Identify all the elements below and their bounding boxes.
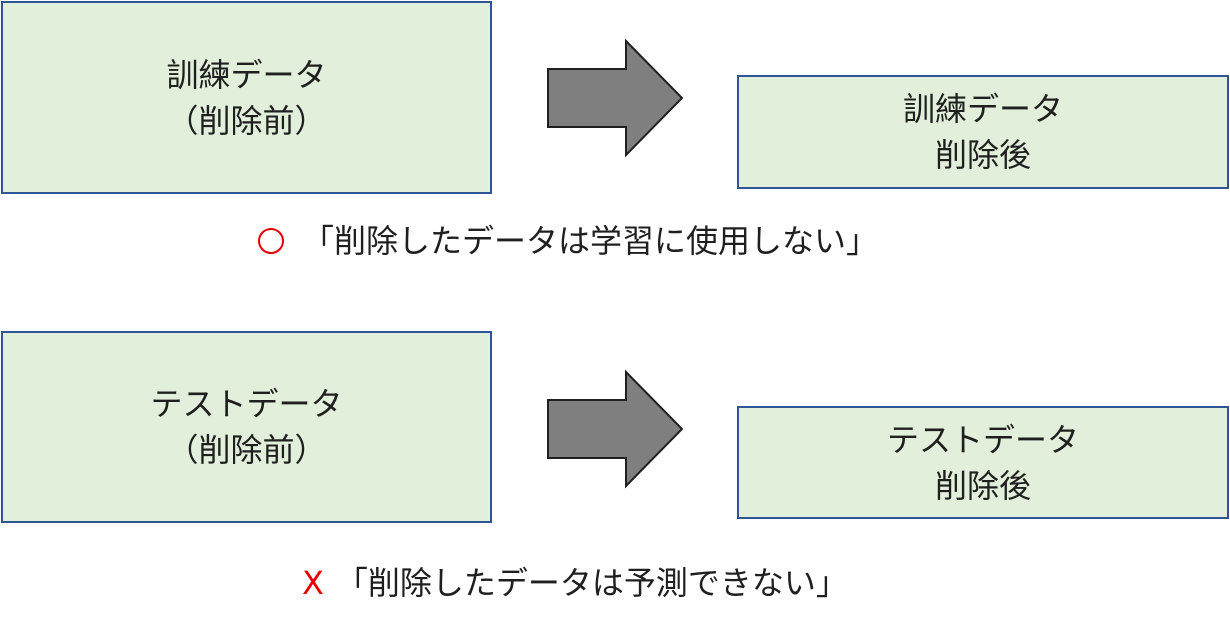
train-note: 「削除したデータは学習に使用しない」 (258, 219, 878, 263)
train-before-line2: （削除前） (166, 101, 327, 140)
test-note: X 「削除したデータは予測できない」 (302, 561, 848, 605)
train-data-after-box: 訓練データ 削除後 (737, 75, 1229, 189)
circle-icon (258, 228, 284, 254)
right-arrow-icon (547, 369, 684, 489)
test-after-line2: 削除後 (934, 466, 1031, 505)
test-before-line1: テストデータ (150, 385, 343, 423)
test-after-line1: テストデータ (886, 420, 1079, 459)
train-note-text: 「削除したデータは学習に使用しない」 (302, 222, 879, 260)
train-after-line1: 訓練データ (902, 90, 1063, 128)
right-arrow-icon (547, 38, 684, 158)
train-after-line2: 削除後 (934, 136, 1031, 174)
train-before-line1: 訓練データ (166, 55, 327, 94)
test-data-after-box: テストデータ 削除後 (737, 406, 1229, 519)
x-icon: X (302, 564, 324, 602)
test-data-before-box: テストデータ （削除前） (1, 331, 492, 523)
test-before-line2: （削除前） (166, 431, 327, 469)
train-data-before-box: 訓練データ （削除前） (1, 1, 492, 194)
test-note-text: 「削除したデータは予測できない」 (335, 564, 848, 602)
